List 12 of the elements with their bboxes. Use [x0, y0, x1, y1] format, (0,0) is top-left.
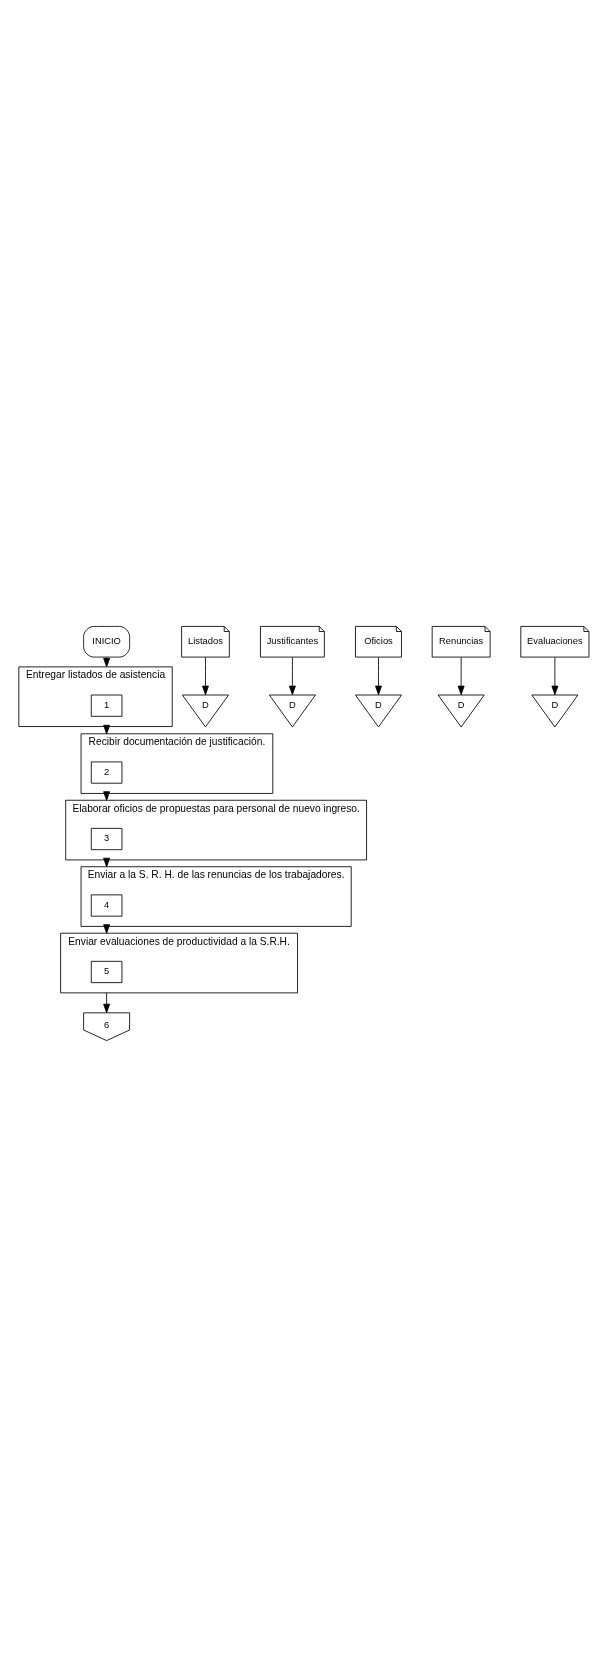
- arrow: [457, 656, 465, 695]
- node-box: 3: [90, 827, 123, 850]
- node-box: 5: [90, 960, 123, 983]
- arrow: [103, 656, 111, 667]
- arrow: [289, 656, 296, 695]
- node-box: 1: [90, 694, 123, 717]
- node-box: 4: [90, 893, 123, 917]
- arrow: [375, 656, 382, 695]
- arrow: [103, 991, 111, 1013]
- arrow: [202, 656, 209, 695]
- arrow: [551, 656, 559, 695]
- node-box: 2: [90, 761, 123, 784]
